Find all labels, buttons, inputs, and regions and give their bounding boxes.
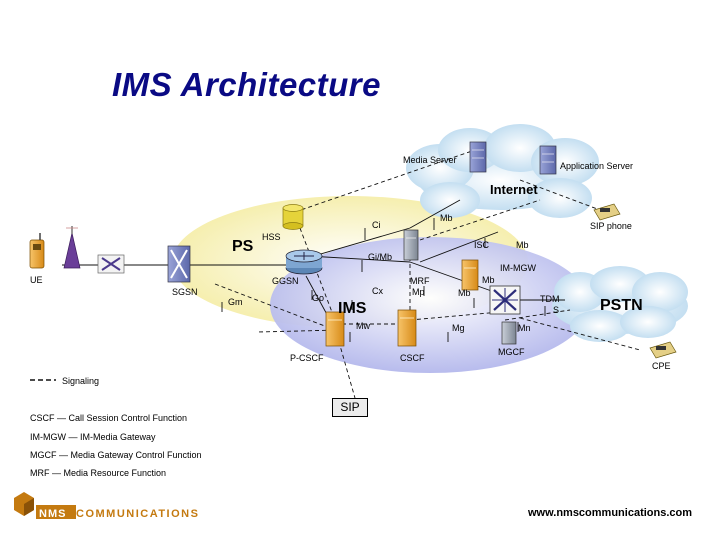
legend-definition: CSCF — Call Session Control Function (30, 413, 188, 423)
sip-phone-label: SIP phone (590, 221, 632, 231)
company-url: www.nmscommunications.com (528, 507, 693, 519)
interface-mb-mid: Mb (458, 288, 471, 298)
ggsn-label: GGSN (272, 276, 299, 286)
interface-mb-upper: Mb (482, 275, 495, 285)
interface-mb-right: Mb (516, 240, 529, 250)
mgcf-label: MGCF (498, 347, 525, 357)
cscf-server-icon (403, 229, 419, 261)
application-server-label: Application Server (560, 161, 634, 171)
legend-definition: IM-MGW — IM-Media Gateway (30, 432, 156, 442)
mrf-label: MRF (410, 276, 430, 286)
legend-definition: MGCF — Media Gateway Control Function (30, 450, 202, 460)
radio-tower-icon (63, 226, 81, 269)
im-mgw-label: IM-MGW (500, 263, 536, 273)
interface-mp: Mp (412, 287, 425, 297)
internet-label: Internet (490, 182, 538, 197)
isc-label: ISC (474, 240, 490, 250)
cpe-label: CPE (652, 361, 671, 371)
pstn-label: PSTN (600, 297, 643, 314)
sip-phone-icon (593, 203, 621, 221)
hss-label: HSS (262, 232, 281, 242)
nms-logo-letters: NMS (39, 508, 67, 520)
media-server-label: Media Server (403, 155, 457, 165)
interface-mw: Mw (356, 321, 370, 331)
internet-cloud (406, 124, 599, 218)
tdm-label: TDM (540, 294, 560, 304)
interface-mb-top: Mb (440, 213, 453, 223)
im-mgw-switch-icon (489, 285, 521, 315)
interface-s: S (553, 305, 560, 315)
interface-mn: Mn (518, 323, 531, 333)
sgsn-node-icon (167, 245, 191, 283)
interface-mg: Mg (452, 323, 465, 333)
interface-gm: Gm (228, 297, 243, 307)
legend-sip-box: SIP (332, 398, 368, 417)
mrf-server-icon (461, 259, 479, 291)
interface-gi-mb: Gi/Mb (368, 252, 393, 262)
hss-database-icon (282, 204, 304, 230)
interface-cx: Cx (372, 286, 383, 296)
page-title: IMS Architecture (112, 66, 382, 103)
ue-label: UE (30, 275, 43, 285)
cscf-core-server-icon (397, 309, 417, 347)
rnc-switch-icon (97, 254, 125, 274)
ims-label: IMS (338, 300, 367, 317)
application-server-icon (539, 145, 557, 175)
cpe-phone-icon (649, 341, 677, 359)
ps-label: PS (232, 238, 254, 255)
p-cscf-server-icon (325, 311, 345, 347)
nms-logo-mark (14, 492, 76, 519)
interface-go: Go (312, 293, 325, 303)
media-server-icon (469, 141, 487, 173)
ggsn-router-icon (285, 249, 323, 275)
ue-handset-icon (29, 233, 45, 269)
mgcf-server-icon (501, 321, 517, 345)
legend-definition: MRF — Media Resource Function (30, 468, 167, 478)
pstn-cloud (552, 266, 688, 342)
legend-signaling-label: Signaling (62, 376, 100, 386)
cscf-label: CSCF (400, 353, 425, 363)
interface-ticks (221, 218, 546, 342)
p-cscf-label: P-CSCF (290, 353, 324, 363)
interface-ci: Ci (372, 220, 381, 230)
sgsn-label: SGSN (172, 287, 198, 297)
nms-logo-word: COMMUNICATIONS (76, 508, 200, 520)
